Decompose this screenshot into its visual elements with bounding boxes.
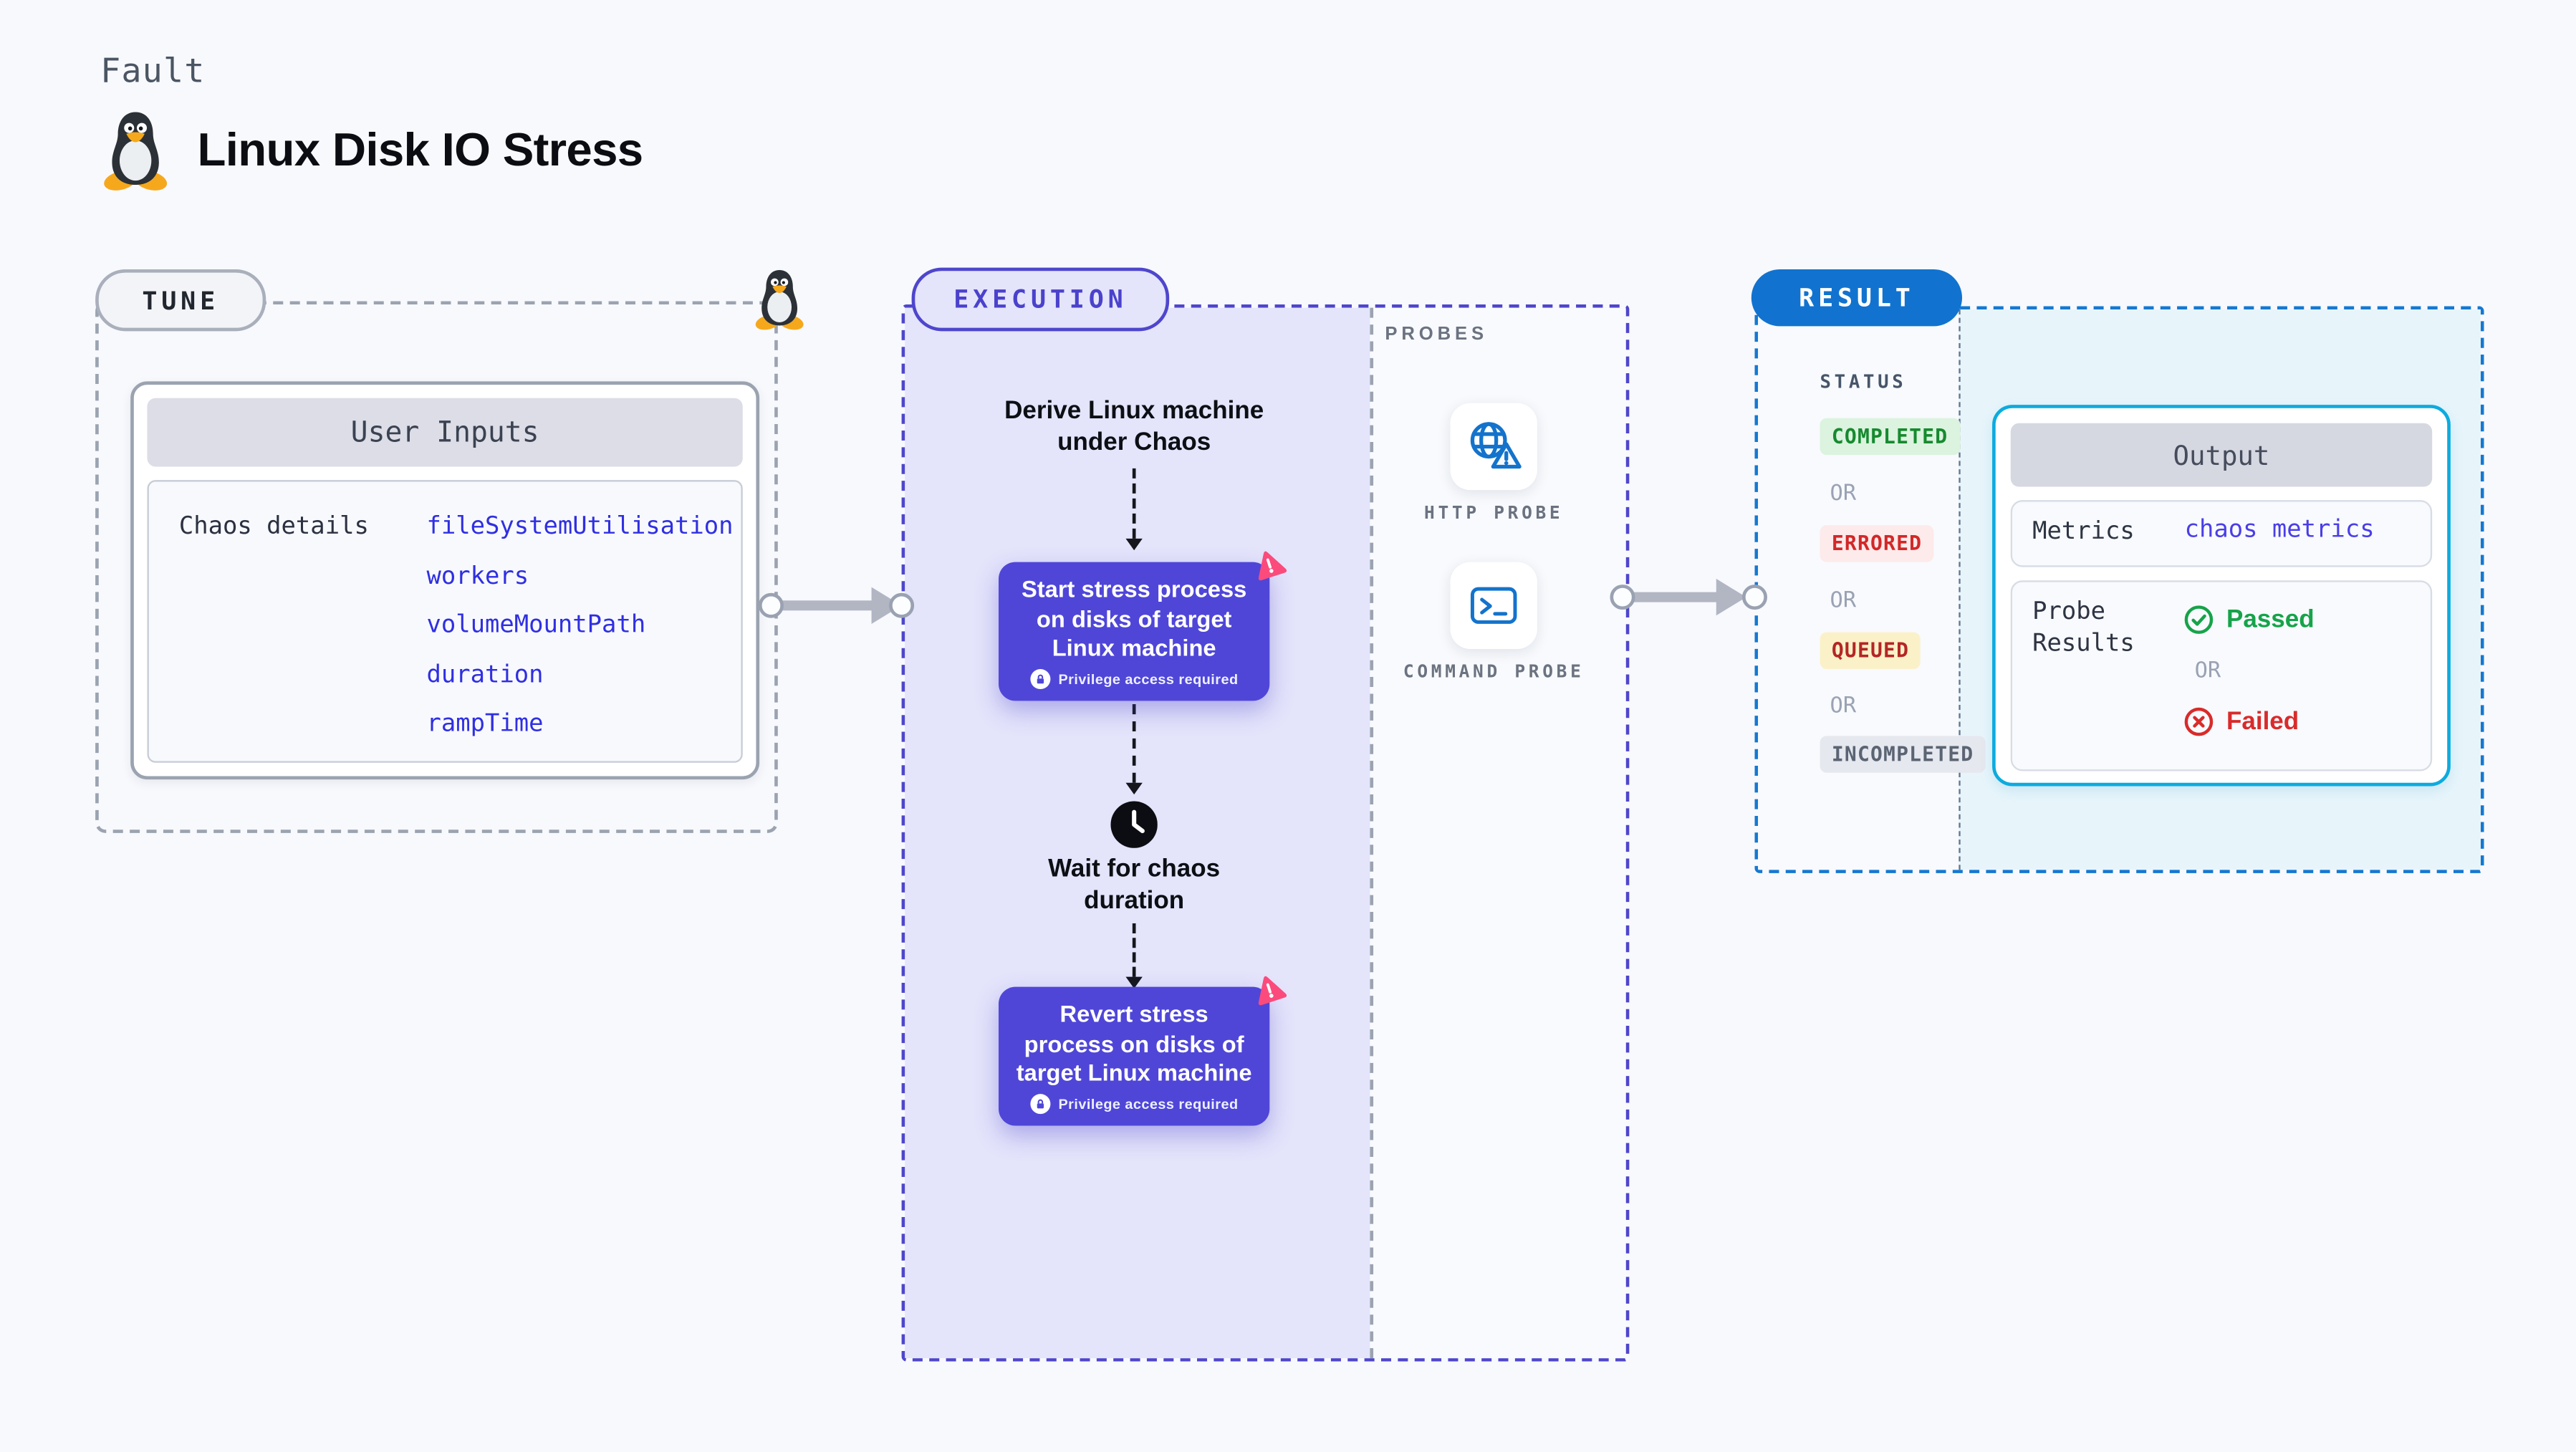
status-heading: STATUS (1820, 371, 1907, 393)
page-title: Linux Disk IO Stress (197, 123, 644, 176)
http-probe-card (1450, 403, 1537, 491)
globe-warning-icon (1470, 422, 1522, 469)
metrics-row: Metrics chaos metrics (2010, 500, 2433, 567)
lock-icon (1029, 668, 1050, 688)
connector-dot (1741, 585, 1767, 610)
start-stress-step: Start stress process on disks of target … (999, 551, 1287, 701)
privilege-note: Privilege access required (1058, 1095, 1239, 1112)
probe-results-row: Probe Results Passed OR Failed (2010, 580, 2433, 771)
input-ramptime[interactable]: rampTime (426, 711, 544, 738)
input-duration[interactable]: duration (426, 661, 544, 688)
revert-stress-text: Revert stress process on disks of target… (1016, 1000, 1252, 1086)
revert-stress-step: Revert stress process on disks of target… (999, 976, 1287, 1125)
metrics-value-link[interactable]: chaos metrics (2184, 516, 2375, 544)
chaos-details-values: fileSystemUtilisation workers volumeMoun… (426, 504, 733, 750)
or-label: OR (1830, 588, 1857, 614)
flow-dotted-arrowhead (1125, 976, 1143, 989)
user-inputs-title: User Inputs (147, 398, 743, 467)
input-filesystemutilisation[interactable]: fileSystemUtilisation (426, 513, 734, 541)
user-inputs-card: User Inputs Chaos details fileSystemUtil… (130, 381, 760, 780)
command-probe-card (1450, 562, 1537, 650)
passed-label: Passed (2226, 605, 2315, 634)
probe-failed: Failed (2183, 706, 2299, 737)
status-badge-queued: QUEUED (1820, 632, 1921, 670)
tune-section (95, 301, 778, 833)
output-card: Output Metrics chaos metrics Probe Resul… (1992, 405, 2451, 787)
status-badge-completed: COMPLETED (1820, 418, 1960, 456)
litmus-chaos-icon (1258, 976, 1287, 1006)
tux-penguin-small-icon (755, 270, 804, 330)
result-section-label: RESULT (1751, 269, 1963, 327)
or-label: OR (1830, 481, 1857, 507)
input-volumemountpath[interactable]: volumeMountPath (426, 612, 646, 639)
litmus-chaos-icon (1258, 551, 1287, 581)
privilege-note: Privilege access required (1058, 670, 1239, 687)
metrics-label: Metrics (2032, 518, 2135, 546)
tune-to-execution-arrow (776, 600, 877, 610)
probes-heading: PROBES (1385, 324, 1488, 345)
check-circle-icon (2184, 605, 2214, 634)
user-inputs-table: Chaos details fileSystemUtilisation work… (147, 480, 743, 763)
flow-dotted-arrowhead (1125, 538, 1143, 551)
status-badge-incompleted: INCOMPLETED (1820, 736, 1986, 773)
execution-section-label: EXECUTION (911, 267, 1170, 332)
probe-passed: Passed (2183, 604, 2315, 635)
probe-results-label: Probe Results (2032, 598, 2135, 658)
chaos-details-label: Chaos details (178, 513, 369, 541)
connector-dot (1610, 585, 1635, 610)
lock-icon (1029, 1092, 1050, 1113)
flow-dotted-line (1132, 923, 1136, 977)
fault-kicker: Fault (100, 50, 206, 91)
status-badge-errored: ERRORED (1820, 525, 1934, 562)
derive-step-text: Derive Linux machine under Chaos (1004, 396, 1264, 457)
command-probe-label: COMMAND PROBE (1403, 662, 1585, 683)
tux-penguin-icon (104, 112, 168, 191)
x-circle-icon (2184, 707, 2214, 736)
wait-step-text: Wait for chaos duration (1048, 855, 1221, 915)
connector-dot (889, 592, 915, 618)
input-workers[interactable]: workers (426, 562, 529, 590)
flow-dotted-arrowhead (1125, 782, 1143, 795)
failed-label: Failed (2226, 707, 2299, 736)
output-title: Output (2010, 423, 2433, 487)
execution-to-result-arrowhead (1716, 578, 1746, 616)
clock-icon (1110, 801, 1158, 848)
tune-section-label: TUNE (95, 269, 266, 332)
start-stress-text: Start stress process on disks of target … (1021, 575, 1247, 661)
execution-to-result-arrow (1628, 592, 1720, 602)
terminal-icon (1470, 587, 1517, 624)
connector-dot (758, 592, 784, 618)
status-column (1758, 309, 1959, 870)
or-label: OR (1830, 694, 1857, 720)
flow-dotted-line (1132, 704, 1136, 783)
http-probe-label: HTTP PROBE (1424, 503, 1564, 524)
flow-dotted-line (1132, 468, 1136, 539)
or-label: OR (2194, 659, 2221, 685)
